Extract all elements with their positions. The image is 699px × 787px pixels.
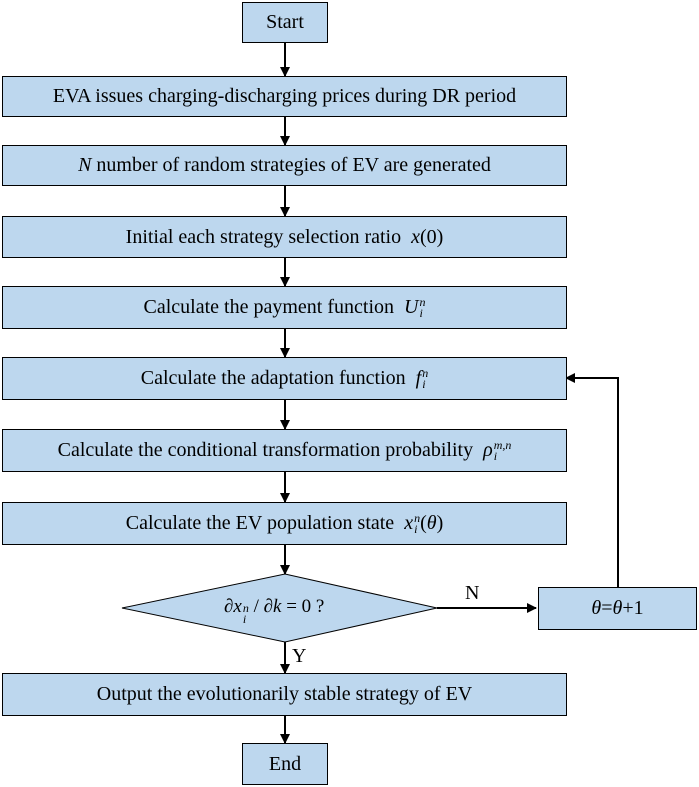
- step5-sup: n: [422, 365, 429, 380]
- end-label: End: [268, 752, 302, 775]
- update-lhs: θ: [591, 597, 602, 619]
- update-theta-node: θ = θ +1: [538, 587, 697, 630]
- step2-generate-strategies: N number of random strategies of EV are …: [2, 145, 567, 186]
- step7-sup: n: [414, 510, 421, 525]
- start-node: Start: [242, 2, 328, 43]
- step2-label: number of random strategies of EV are ge…: [96, 154, 491, 176]
- step3-initial-ratio: Initial each strategy selection ratio x(…: [2, 216, 567, 258]
- step8-output-strategy: Output the evolutionarily stable strateg…: [2, 673, 567, 716]
- step6-sup: m,n: [493, 437, 512, 452]
- decision-sub: i: [242, 612, 247, 626]
- step5-label: Calculate the adaptation function: [140, 367, 406, 389]
- arrow-loop-back: [565, 373, 619, 587]
- step3-label: Initial each strategy selection ratio: [125, 225, 402, 248]
- decision-eq: = 0 ?: [281, 596, 325, 617]
- step6-math-var: ρ: [483, 439, 493, 461]
- end-node: End: [242, 743, 328, 785]
- step7-math-var: x: [404, 512, 414, 534]
- start-label: Start: [266, 11, 304, 33]
- step5-sub: i: [422, 376, 426, 391]
- update-eq: =: [601, 597, 613, 619]
- step7-sub: i: [414, 521, 418, 536]
- yes-branch-label: Y: [292, 645, 307, 667]
- decision-diamond: [121, 573, 438, 643]
- step6-transformation-probability: Calculate the conditional transformation…: [2, 429, 567, 472]
- update-plus: +1: [622, 597, 644, 619]
- step4-math-var: U: [404, 296, 419, 318]
- step4-label: Calculate the payment function: [143, 296, 394, 318]
- decision-divider: / ∂: [248, 596, 273, 617]
- step7-arg-open: (: [420, 512, 427, 534]
- step4-sup: n: [419, 294, 426, 309]
- update-rhs: θ: [612, 597, 623, 619]
- decision-var2: k: [273, 596, 282, 617]
- step2-variable: N: [78, 154, 92, 176]
- step1-label: EVA issues charging-discharging prices d…: [52, 85, 517, 107]
- step3-math-var: x: [411, 225, 420, 248]
- step6-label: Calculate the conditional transformation…: [57, 439, 474, 461]
- step1-issue-prices: EVA issues charging-discharging prices d…: [2, 76, 567, 117]
- no-branch-label: N: [465, 582, 480, 604]
- step5-math-var: f: [415, 367, 422, 389]
- step4-sub: i: [419, 305, 423, 320]
- step7-arg-var: θ: [426, 512, 437, 534]
- step7-label: Calculate the EV population state: [125, 512, 395, 534]
- step7-arg-close: ): [436, 512, 444, 534]
- step6-sub: i: [493, 448, 498, 463]
- decision-sup: n: [242, 601, 249, 615]
- decision-partial: ∂: [224, 596, 234, 617]
- step8-label: Output the evolutionarily stable strateg…: [96, 683, 473, 705]
- step3-math-arg: (0): [420, 225, 444, 248]
- decision-var1: x: [233, 596, 242, 617]
